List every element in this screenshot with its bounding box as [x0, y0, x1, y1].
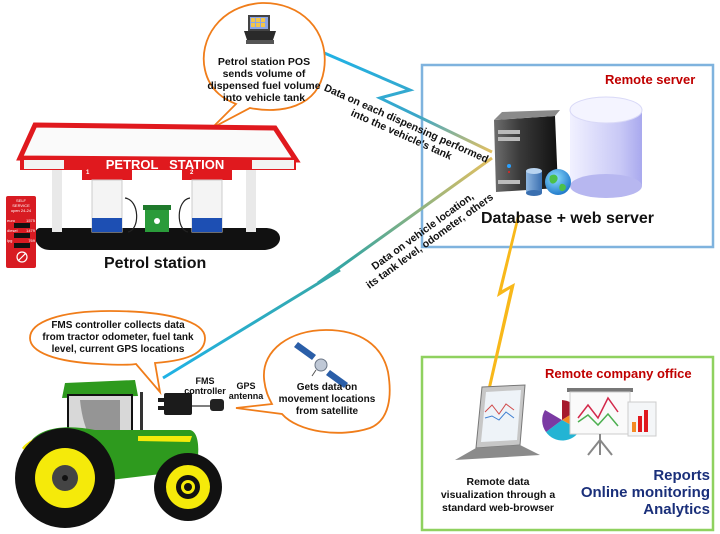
pos-bubble-line: into vehicle tank — [222, 92, 306, 104]
remote-server-box — [420, 63, 715, 249]
laptop-icon — [455, 384, 540, 460]
pump-number-2: 2 — [190, 170, 194, 176]
satellite-bubble-line: Gets data on — [296, 382, 358, 393]
satellite-icon — [294, 342, 348, 388]
gps-antenna-label: GPS antenna — [226, 381, 266, 401]
globe-icon — [545, 169, 571, 195]
fms-controller-label-line: FMS — [195, 376, 215, 386]
fms-bubble-line: FMS controller collects data — [51, 320, 185, 331]
price-row-label: euro — [7, 218, 16, 223]
fms-bubble-line: level, current GPS locations — [51, 344, 185, 355]
pos-bubble-line: sends volume of — [222, 68, 306, 80]
gps-antenna-icon — [210, 399, 224, 411]
remote-office-title: Remote company office — [545, 366, 692, 381]
price-board: SELF SERVICE open 24-24 euro 1575 diesel… — [7, 198, 35, 243]
remote-office-box — [420, 355, 715, 532]
fms-controller-label-line: controller — [184, 386, 226, 396]
satellite-bubble-line: movement locations — [278, 394, 376, 405]
petrol-station-caption: Petrol station — [104, 255, 207, 272]
office-features: Reports Online monitoring Analytics — [560, 467, 710, 518]
price-row-value: 1575 — [26, 218, 35, 223]
gps-antenna-label-line: antenna — [228, 391, 264, 401]
feature-reports: Reports — [653, 467, 710, 484]
pos-bubble-line: dispensed fuel volume — [207, 80, 321, 92]
fms-controller-icon — [158, 393, 210, 415]
price-row: euro 1575 — [7, 218, 35, 223]
pump-number-1: 1 — [86, 170, 90, 176]
fms-bubble-line: from tractor odometer, fuel tank — [42, 332, 194, 343]
bar-chart-document-icon — [627, 401, 657, 437]
laptop-caption-line: standard web-browser — [441, 502, 555, 514]
feature-analytics: Analytics — [643, 501, 710, 518]
remote-server-title: Remote server — [605, 72, 696, 87]
pos-bubble-outline — [202, 2, 326, 129]
canopy-sign: PETROL STATION — [105, 157, 225, 172]
petrol-station-illustration — [6, 122, 301, 268]
pos-bubble-line: Petrol station POS — [217, 56, 311, 68]
fms-bubble-outline — [29, 310, 206, 396]
satellite-bubble-outline — [235, 329, 391, 434]
feature-online-monitoring: Online monitoring — [580, 484, 710, 501]
laptop-caption: Remote data visualization through a stan… — [430, 476, 566, 515]
link-tractor-server — [162, 156, 493, 380]
pos-terminal-icon — [244, 15, 276, 44]
fms-bubble-text: FMS controller collects data from tracto… — [38, 320, 198, 356]
gps-antenna-label-line: GPS — [236, 381, 256, 391]
link-pos-server — [321, 50, 493, 154]
laptop-caption-line: visualization through a — [440, 489, 556, 501]
price-row-value: 769 — [28, 238, 35, 243]
price-row-label: lpg — [7, 238, 13, 243]
price-row-value: 1479 — [26, 228, 35, 233]
presentation-board-icon — [567, 388, 633, 456]
database-cylinder-icon — [569, 96, 643, 198]
link-server-office — [486, 215, 520, 396]
satellite-bubble-line: from satellite — [295, 406, 359, 417]
price-board-header: SERVICE — [12, 203, 30, 208]
price-row-label: diesel — [7, 228, 18, 233]
tractor-illustration — [15, 380, 222, 528]
mini-database-icon — [526, 168, 542, 196]
price-row: diesel 1479 — [7, 228, 35, 233]
price-row: lpg 769 — [7, 238, 35, 243]
pos-bubble-text: Petrol station POS sends volume of dispe… — [200, 56, 328, 104]
satellite-bubble-text: Gets data on movement locations from sat… — [272, 382, 382, 418]
remote-server-caption: Database + web server — [481, 210, 654, 227]
price-board-hours: open 24-24 — [10, 208, 32, 213]
laptop-caption-line: Remote data — [466, 476, 530, 488]
fms-controller-label: FMS controller — [180, 376, 230, 396]
price-board-header: SELF — [15, 198, 26, 203]
